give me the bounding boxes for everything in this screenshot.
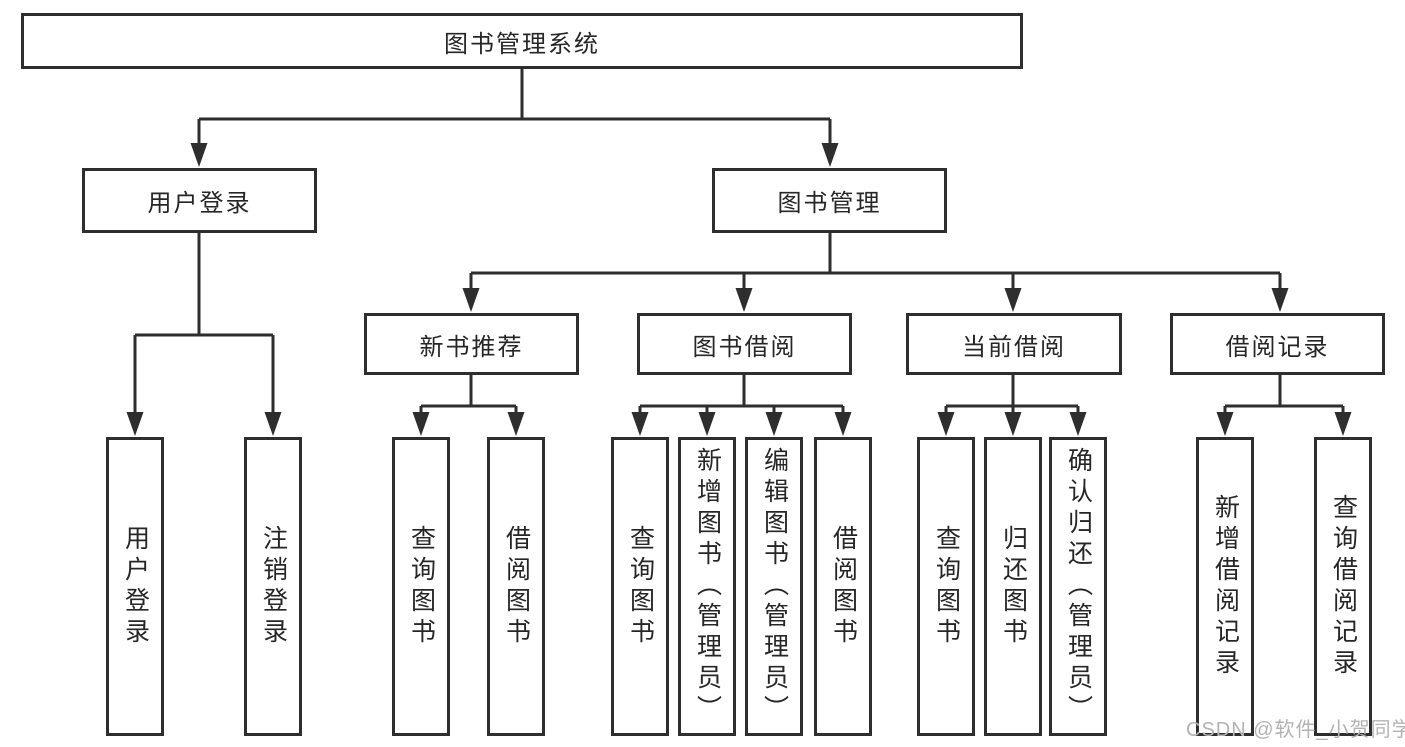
node-book-borrowing: 图书借阅 [637, 313, 852, 375]
node-leaf-borrow-books-recommend: 借阅图书 [487, 437, 545, 736]
node-borrowing-records: 借阅记录 [1170, 313, 1385, 375]
node-leaf-edit-books-admin: 编辑图书（管理员） [745, 437, 803, 736]
csdn-watermark: CSDN @软件_小贺同学 [1186, 719, 1405, 741]
node-leaf-add-books-admin: 新增图书（管理员） [678, 437, 736, 736]
node-user-login: 用户登录 [82, 168, 317, 233]
node-leaf-query-books-recommend: 查询图书 [392, 437, 450, 736]
node-new-book-recommendation: 新书推荐 [364, 313, 579, 375]
node-library-management-system: 图书管理系统 [21, 13, 1023, 69]
node-book-management: 图书管理 [712, 168, 947, 233]
node-leaf-query-books-current: 查询图书 [917, 437, 975, 736]
node-current-borrowing: 当前借阅 [906, 313, 1122, 375]
node-leaf-query-books-borrowing: 查询图书 [611, 437, 669, 736]
node-leaf-add-borrow-record: 新增借阅记录 [1196, 437, 1254, 736]
node-leaf-return-books: 归还图书 [984, 437, 1042, 736]
node-leaf-query-borrow-record: 查询借阅记录 [1314, 437, 1372, 736]
node-leaf-confirm-return-admin: 确认归还（管理员） [1049, 437, 1107, 736]
node-leaf-borrow-books: 借阅图书 [814, 437, 872, 736]
arrowheads [126, 143, 1352, 436]
node-leaf-user-login: 用户登录 [106, 437, 164, 736]
node-leaf-logout: 注销登录 [244, 437, 302, 736]
